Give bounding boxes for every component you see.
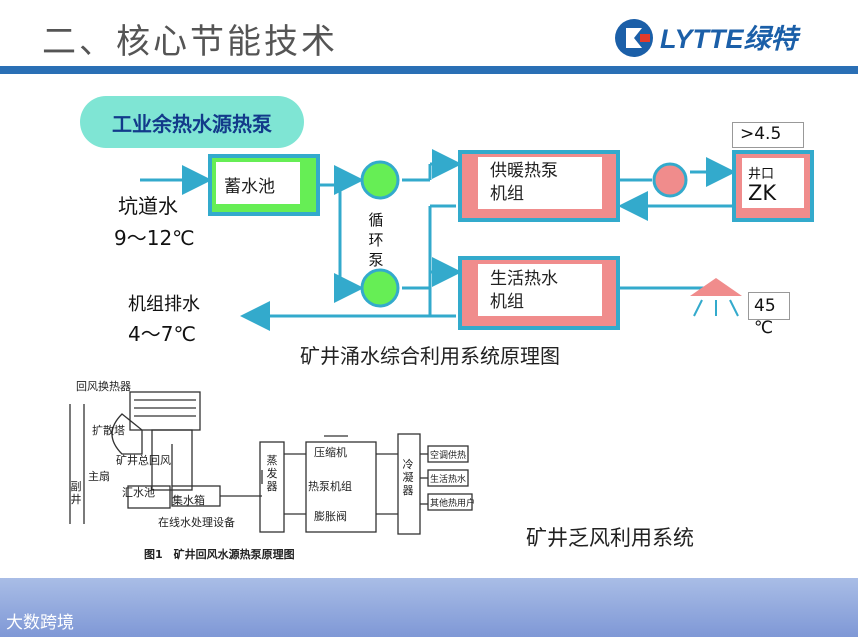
circulation-pump-1-icon <box>360 160 400 200</box>
sump-label: 汇水池 <box>122 486 155 499</box>
output-other-users: 其他热用户 <box>430 499 476 509</box>
hot-water-temp-unit: ℃ <box>754 318 774 338</box>
hot-water-temp: 45 <box>754 296 776 316</box>
wellhead-label-bg <box>742 158 804 208</box>
circulation-pump-label: 循环泵 <box>368 211 384 269</box>
figure-caption: 图1 矿井回风水源热泵原理图 <box>144 548 295 561</box>
lytte-logo <box>615 19 653 57</box>
heating-unit-label-bg <box>478 157 602 209</box>
shower-head-icon <box>690 278 742 296</box>
tunnel-water-label: 坑道水 <box>118 194 178 218</box>
header-divider <box>0 66 858 74</box>
circulation-pump-2-icon <box>360 268 400 308</box>
hot-water-unit-label: 生活热水机组 <box>490 269 558 312</box>
return-air-label: 矿井总回风 <box>116 454 171 467</box>
wellhead-code: ZK <box>748 181 777 205</box>
output-hot-water: 生活热水 <box>430 475 467 485</box>
figure-lines <box>69 391 473 535</box>
heat-exchanger-label: 回风换热器 <box>76 380 131 393</box>
page-title: 二、核心节能技术 <box>42 22 338 62</box>
collector-label: 集水箱 <box>172 494 205 507</box>
well-pump-icon <box>652 162 688 198</box>
diagram-heading: 工业余热水源热泵 <box>112 112 272 136</box>
treatment-label: 在线水处理设备 <box>158 516 235 529</box>
watermark: 大数跨境 <box>6 613 74 633</box>
diagram-heading-pill <box>80 96 304 148</box>
storage-tank-label: 蓄水池 <box>224 177 275 197</box>
hot-water-unit-label-bg <box>478 264 602 316</box>
unit-discharge-label: 机组排水 <box>128 294 200 315</box>
logo-text: LYTTE绿特 <box>660 24 798 54</box>
output-ac-heating: 空调供热 <box>430 451 467 461</box>
compressor-label: 压缩机 <box>314 446 347 459</box>
return-air-heat-pump-figure: 回风换热器 扩散塔 矿井总回风 主扇 副井 汇水池 集水箱 在线水处理设备 蒸发… <box>62 374 482 570</box>
wellhead-label: 井口 <box>748 167 775 182</box>
main-fan-label: 主扇 <box>88 470 110 483</box>
heating-unit-label: 供暖热泵机组 <box>490 161 558 204</box>
diagram1-caption: 矿井涌水综合利用系统原理图 <box>300 344 560 368</box>
threshold-box <box>732 122 804 148</box>
heat-pump-unit-label: 热泵机组 <box>308 480 352 493</box>
unit-discharge-temp: 4～7℃ <box>128 322 196 346</box>
diagram2-caption: 矿井乏风利用系统 <box>526 526 694 550</box>
condenser-label: 冷凝器 <box>402 458 414 497</box>
storage-tank-label-bg <box>216 162 300 204</box>
expansion-valve-label: 膨胀阀 <box>314 510 347 523</box>
evaporator-label: 蒸发器 <box>266 454 278 493</box>
diffuser-label: 扩散塔 <box>92 424 125 437</box>
tunnel-water-temp: 9～12℃ <box>114 226 195 250</box>
footer-band <box>0 578 858 637</box>
hot-water-temp-box <box>748 292 790 320</box>
threshold-label: >4.5 <box>740 124 782 144</box>
sub-shaft-label: 副井 <box>70 480 82 506</box>
